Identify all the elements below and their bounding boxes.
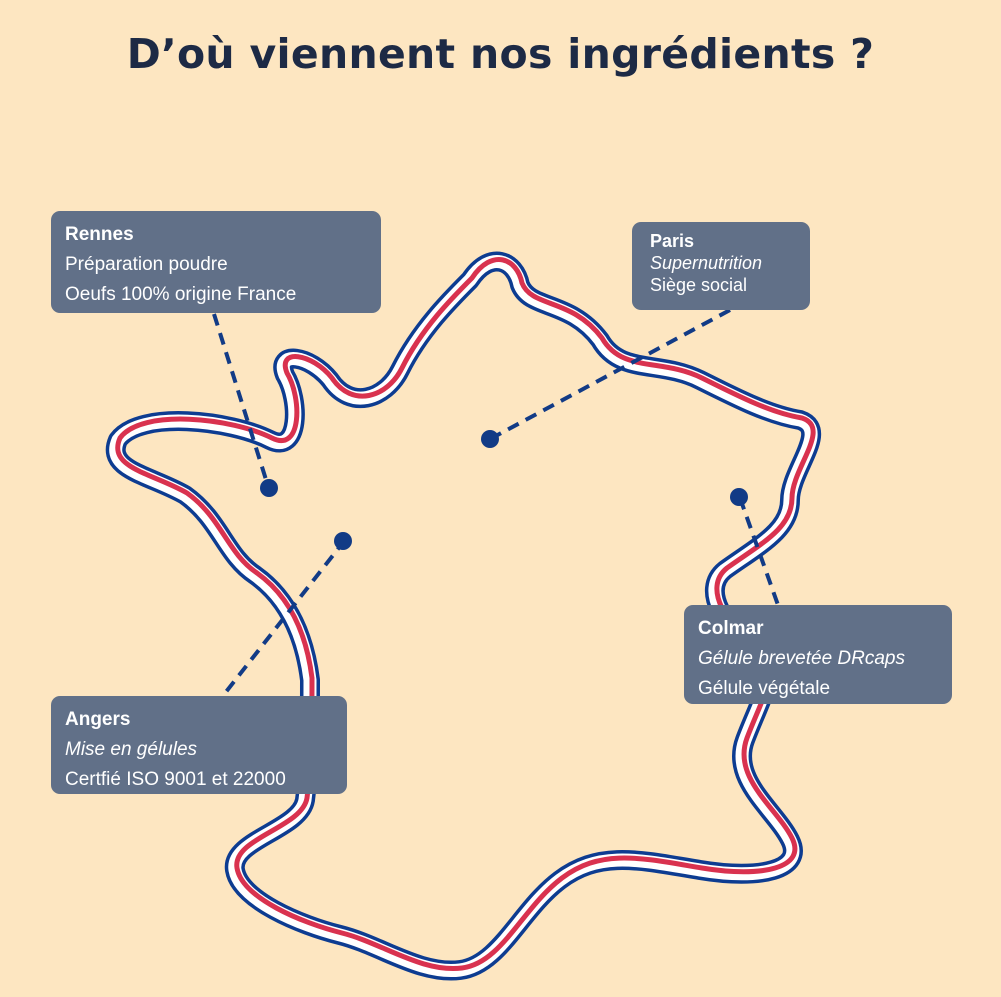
location-card-rennes: Rennes Préparation poudre Oeufs 100% ori… xyxy=(51,211,381,313)
card-italic-line: Supernutrition xyxy=(650,253,763,273)
colmar-marker xyxy=(730,488,748,506)
card-line: Gélule végétale xyxy=(698,678,831,699)
page-title: D’où viennent nos ingrédients ? xyxy=(126,30,875,78)
location-markers xyxy=(260,430,748,550)
city-name: Colmar xyxy=(698,618,764,639)
rennes-marker xyxy=(260,479,278,497)
location-card-angers: Angers Mise en gélules Certfié ISO 9001 … xyxy=(51,696,347,794)
card-italic-line: Mise en gélules xyxy=(65,739,198,760)
angers-marker xyxy=(334,532,352,550)
card-line: Préparation poudre xyxy=(65,254,228,275)
angers-connector xyxy=(220,538,347,699)
card-italic-line: Gélule brevetée DRcaps xyxy=(698,648,905,669)
city-name: Paris xyxy=(650,231,695,251)
paris-connector xyxy=(491,308,731,440)
connector-lines xyxy=(212,308,780,699)
city-name: Angers xyxy=(65,709,131,730)
location-card-paris: Paris Supernutrition Siège social xyxy=(632,222,810,310)
location-card-colmar: Colmar Gélule brevetée DRcaps Gélule vég… xyxy=(684,605,952,704)
card-line: Certfié ISO 9001 et 22000 xyxy=(65,769,286,790)
card-line: Siège social xyxy=(650,275,748,295)
paris-marker xyxy=(481,430,499,448)
rennes-connector xyxy=(212,313,270,487)
city-name: Rennes xyxy=(65,224,134,245)
card-line: Oeufs 100% origine France xyxy=(65,284,297,305)
